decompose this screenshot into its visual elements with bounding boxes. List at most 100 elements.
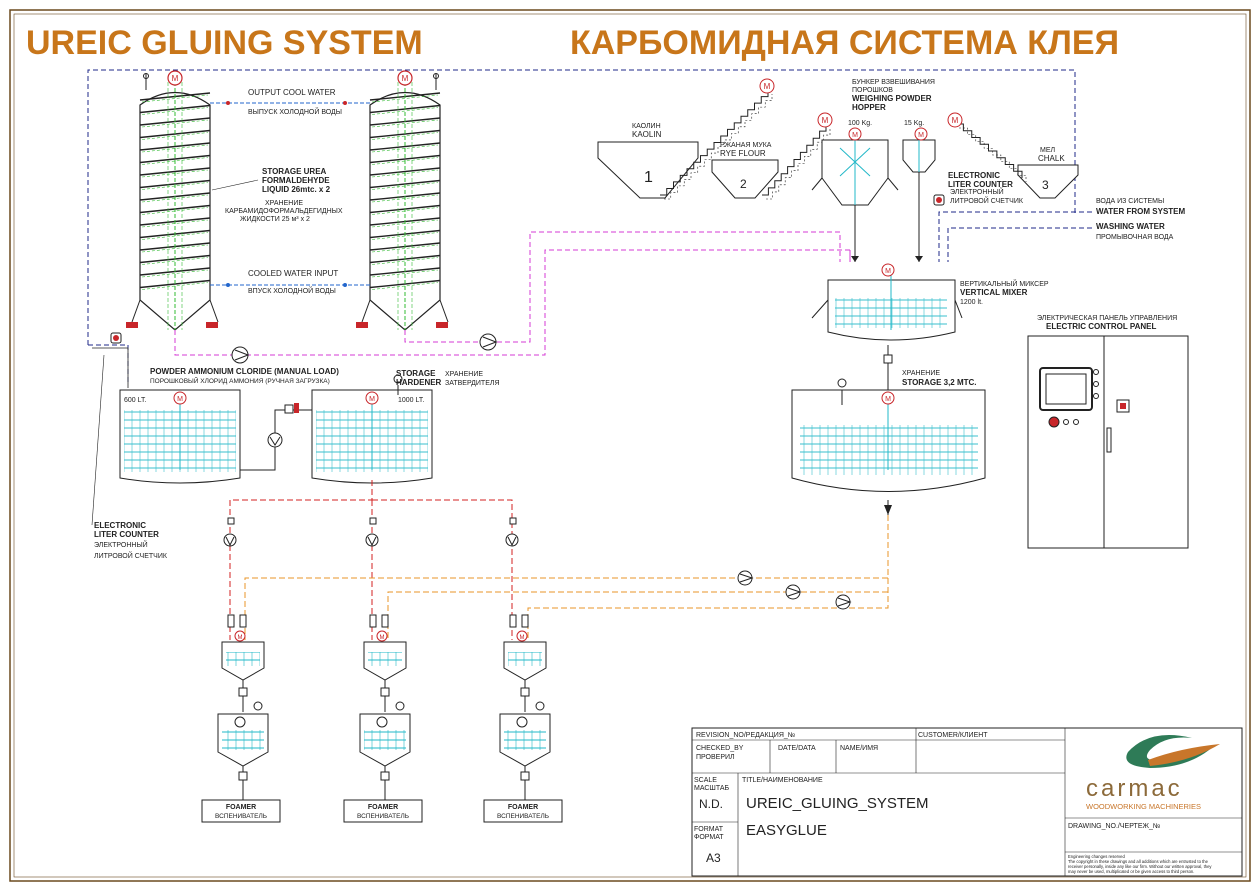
glue-pump-2 xyxy=(785,584,802,600)
hardener-label-ru-1: ХРАНЕНИЕ xyxy=(445,371,483,378)
right-counter-label-1: ELECTRONIC xyxy=(948,171,1000,180)
kaolin-label-ru: КАОЛИН xyxy=(632,123,661,130)
right-counter-label-ru-2: ЛИТРОВОЙ СЧЕТЧИК xyxy=(950,196,1024,205)
storage-urea-label-ru-3: ЖИДКОСТИ 25 м³ x 2 xyxy=(240,216,310,223)
title-english: UREIC GLUING SYSTEM xyxy=(26,24,423,62)
tb-scale-value: N.D. xyxy=(699,797,723,811)
glue-pump-3 xyxy=(835,594,852,610)
mixer-volume: 1200 lt. xyxy=(960,299,983,306)
output-cool-water-label-ru: ВЫПУСК ХОЛОДНОЙ ВОДЫ xyxy=(248,107,342,116)
weighing-hopper-100kg: M xyxy=(811,127,899,206)
tb-name: NAME/ИМЯ xyxy=(840,745,878,752)
tb-notice-1: Engineering changes reserved xyxy=(1068,854,1125,859)
glue-storage-tank: M xyxy=(791,378,986,492)
tb-notice-2: The copyright in these drawings and all … xyxy=(1068,859,1209,864)
foamer-label-ru: ВСПЕНИВАТЕЛЬ xyxy=(357,813,409,820)
ammonium-chloride-tank: M xyxy=(119,389,241,484)
right-counter-label-ru-1: ЭЛЕКТРОННЫЙ xyxy=(950,187,1004,196)
glue-distribution-line xyxy=(244,515,889,640)
weighing-hopper-label-ru-2: ПОРОШКОВ xyxy=(852,87,893,94)
tb-checked: CHECKED_BY xyxy=(696,745,744,752)
tb-title-1: UREIC_GLUING_SYSTEM xyxy=(746,795,929,812)
tb-notice-3: receiver personally, inside any like our… xyxy=(1068,864,1212,869)
storage-urea-label-1: STORAGE UREA xyxy=(262,167,327,176)
svg-text:M: M xyxy=(380,635,385,641)
hardener-tank: M xyxy=(311,374,433,484)
rye-flour-label: RYE FLOUR xyxy=(720,149,766,158)
tb-scale-ru: МАСШТАБ xyxy=(694,785,730,792)
svg-text:M: M xyxy=(177,396,183,403)
left-counter-label-1: ELECTRONIC xyxy=(94,521,146,530)
svg-text:M: M xyxy=(918,132,924,139)
ammonium-label-ru: ПОРОШКОВЫЙ ХЛОРИД АММОНИЯ (РУЧНАЯ ЗАГРУЗ… xyxy=(150,376,330,385)
rye-flour-label-ru: РЖАНАЯ МУКА xyxy=(720,142,772,149)
tb-revision: REVISION_NO/РЕДАКЦИЯ_№ xyxy=(696,732,795,739)
urea-feed-line-2 xyxy=(404,231,841,343)
ammonium-transfer-pump xyxy=(267,432,283,448)
vertical-mixer: M xyxy=(811,263,963,341)
water-system-label: WATER FROM SYSTEM xyxy=(1096,207,1186,216)
tb-notice-4: may never be used, multiplicated or be g… xyxy=(1068,869,1194,874)
svg-text:M: M xyxy=(402,74,409,83)
svg-text:M: M xyxy=(852,132,858,139)
chalk-conveyor-motor: M xyxy=(947,112,963,128)
storage-label-ru: ХРАНЕНИЕ xyxy=(902,370,940,377)
svg-text:M: M xyxy=(885,396,891,403)
urea-feed-line xyxy=(174,249,850,356)
ammonium-label: POWDER AMMONIUM CLORIDE (MANUAL LOAD) xyxy=(150,367,339,376)
cooled-water-input-label-ru: ВПУСК ХОЛОДНОЙ ВОДЫ xyxy=(248,286,336,295)
svg-text:3: 3 xyxy=(1042,178,1049,192)
svg-text:M: M xyxy=(369,396,375,403)
svg-text:2: 2 xyxy=(740,177,747,191)
storage-urea-label-2: FORMALDEHYDE xyxy=(262,176,330,185)
panel-label-ru: ЭЛЕКТРИЧЕСКАЯ ПАНЕЛЬ УПРАВЛЕНИЯ xyxy=(1037,315,1177,322)
glue-pump-1 xyxy=(737,570,754,586)
hardener-label-1: STORAGE xyxy=(396,369,436,378)
washing-water-label: WASHING WATER xyxy=(1096,222,1165,231)
svg-text:1: 1 xyxy=(644,169,653,186)
hardener-label-2: HARDENER xyxy=(396,378,442,387)
weighing-100kg-label: 100 Kg. xyxy=(848,120,872,127)
tb-format-ru: ФОРМАТ xyxy=(694,834,724,841)
right-liter-counter xyxy=(933,194,945,206)
silo-right-motor: M xyxy=(397,70,413,86)
kaolin-label: KAOLIN xyxy=(632,130,662,139)
silo-right xyxy=(356,73,449,331)
tb-date: DATE/DATA xyxy=(778,745,816,752)
rye-conveyor-motor: M xyxy=(817,112,833,128)
storage-urea-label-ru-2: КАРБАМИДОФОРМАЛЬДЕГИДНЫХ xyxy=(225,208,343,215)
foamer-line-2: M FOAMER ВСПЕНИВАТЕЛЬ xyxy=(343,517,423,823)
storage-urea-label-3: LIQUID 26mtc. x 2 xyxy=(262,185,331,194)
foamer-label: FOAMER xyxy=(226,804,256,811)
foamer-label: FOAMER xyxy=(368,804,398,811)
svg-text:M: M xyxy=(952,116,959,125)
svg-text:M: M xyxy=(764,82,771,91)
foamer-box xyxy=(343,799,423,823)
foamer-label-ru: ВСПЕНИВАТЕЛЬ xyxy=(215,813,267,820)
tb-format: FORMAT xyxy=(694,826,724,833)
tb-customer: CUSTOMER/КЛИЕНТ xyxy=(918,732,988,739)
cooled-water-input-label: COOLED WATER INPUT xyxy=(248,269,338,278)
washing-water-line xyxy=(947,227,1092,262)
silo-left xyxy=(126,73,219,331)
left-counter-label-ru-2: ЛИТРОВОЙ СЧЕТЧИК xyxy=(94,551,168,560)
left-counter-label-2: LITER COUNTER xyxy=(94,530,159,539)
rye-flour-hopper: 2 xyxy=(711,159,779,199)
right-counter-label-2: LITER COUNTER xyxy=(948,180,1013,189)
weighing-hopper-label-1: WEIGHING POWDER xyxy=(852,94,932,103)
mixer-label-ru: ВЕРТИКАЛЬНЫЙ МИКСЕР xyxy=(960,279,1049,288)
svg-text:M: M xyxy=(172,74,179,83)
tb-scale: SCALE xyxy=(694,777,717,784)
weighing-hopper-15kg: M xyxy=(902,127,936,173)
chalk-label: CHALK xyxy=(1038,154,1065,163)
hardener-distribution-line xyxy=(229,480,373,640)
foamer-box xyxy=(201,799,281,823)
weighing-hopper-label-ru-1: БУНКЕР ВЗВЕШИВАНИЯ xyxy=(852,79,935,86)
svg-text:M: M xyxy=(885,268,891,275)
hardener-volume: 1000 LT. xyxy=(398,397,424,404)
svg-text:M: M xyxy=(520,635,525,641)
tb-title-label: TITLE/НАИМЕНОВАНИЕ xyxy=(742,777,823,784)
svg-text:M: M xyxy=(238,635,243,641)
